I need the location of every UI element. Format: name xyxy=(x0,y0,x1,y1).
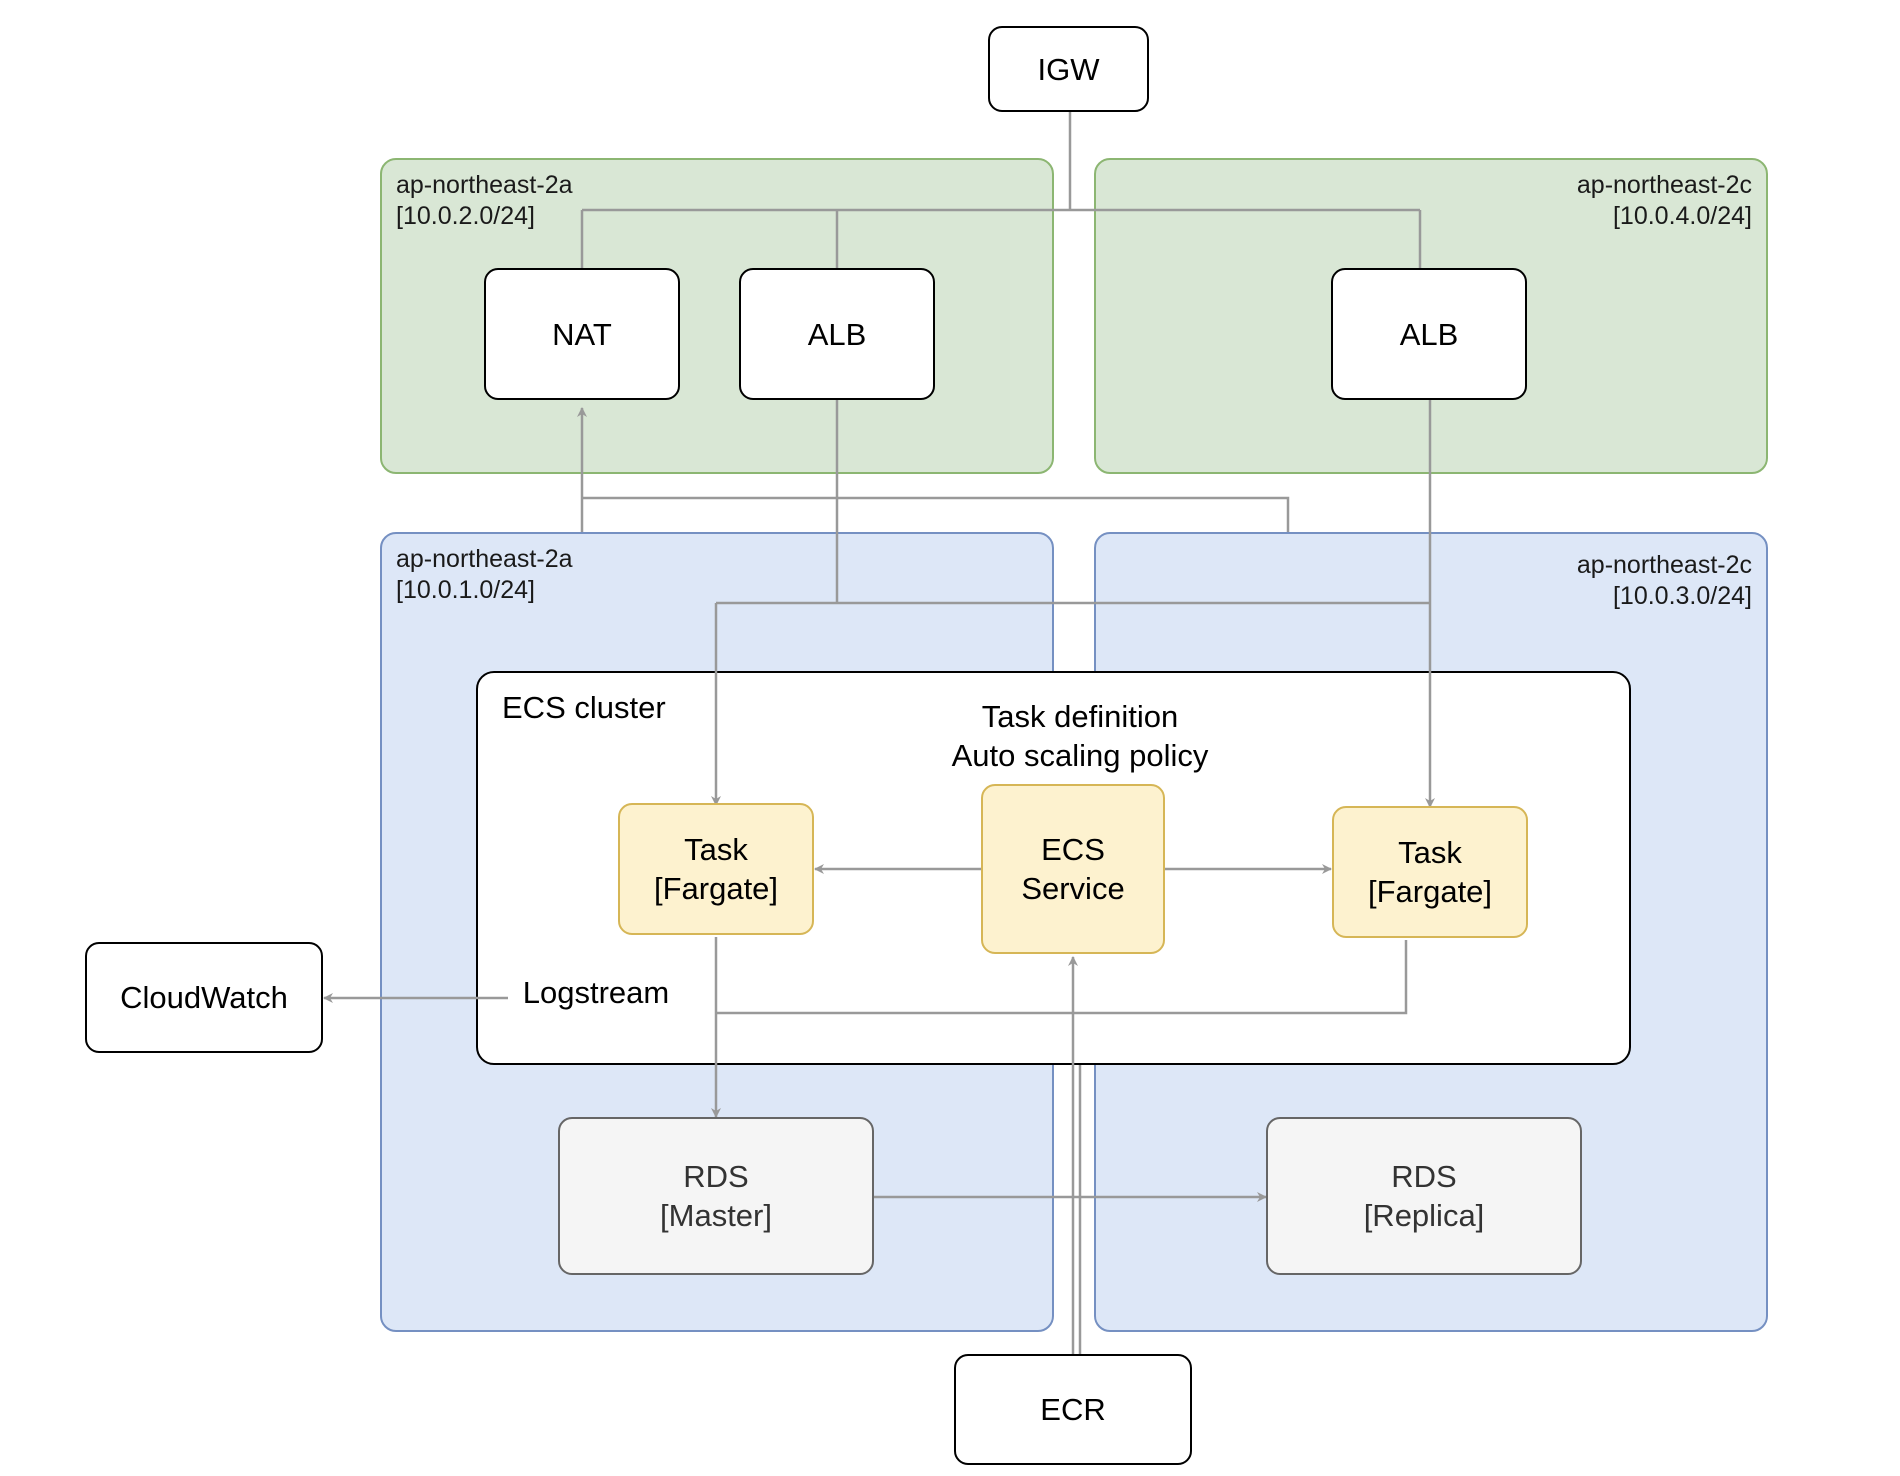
ecs-cluster-label: ECS cluster xyxy=(502,690,666,725)
logstream-label: Logstream xyxy=(516,973,676,1012)
private-subnet-2a-label: ap-northeast-2a [10.0.1.0/24] xyxy=(396,544,573,606)
private-subnet-2a-cidr: [10.0.1.0/24] xyxy=(396,576,536,604)
igw-node: IGW xyxy=(988,26,1149,112)
rds-replica-node: RDS [Replica] xyxy=(1266,1117,1582,1275)
task-fargate-a-node: Task [Fargate] xyxy=(618,803,814,935)
public-subnet-2a-cidr: [10.0.2.0/24] xyxy=(396,202,536,230)
public-subnet-2c-label: ap-northeast-2c [10.0.4.0/24] xyxy=(1577,170,1752,232)
task-definition-label: Task definition Auto scaling policy xyxy=(951,699,1209,773)
private-subnet-2c-cidr: [10.0.3.0/24] xyxy=(1612,582,1752,610)
alb-c-node: ALB xyxy=(1331,268,1527,400)
rds-master-node: RDS [Master] xyxy=(558,1117,874,1275)
nat-return-line xyxy=(582,496,1290,532)
cloudwatch-node: CloudWatch xyxy=(85,942,323,1053)
private-subnet-2c-name: ap-northeast-2c xyxy=(1576,551,1752,579)
private-subnet-2a-name: ap-northeast-2a xyxy=(396,545,573,573)
task-fargate-c-node: Task [Fargate] xyxy=(1332,806,1528,938)
public-subnet-2c-name: ap-northeast-2c xyxy=(1576,171,1752,199)
alb-a-node: ALB xyxy=(739,268,935,400)
public-subnet-2c-cidr: [10.0.4.0/24] xyxy=(1612,202,1752,230)
ecs-service-node: ECS Service xyxy=(981,784,1165,954)
nat-node: NAT xyxy=(484,268,680,400)
task-c-log-line xyxy=(716,940,1408,1015)
private-subnet-2c-label: ap-northeast-2c [10.0.3.0/24] xyxy=(1577,550,1752,612)
public-subnet-2a-name: ap-northeast-2a xyxy=(396,171,573,199)
ecr-node: ECR xyxy=(954,1354,1192,1465)
public-subnet-2a-label: ap-northeast-2a [10.0.2.0/24] xyxy=(396,170,573,232)
